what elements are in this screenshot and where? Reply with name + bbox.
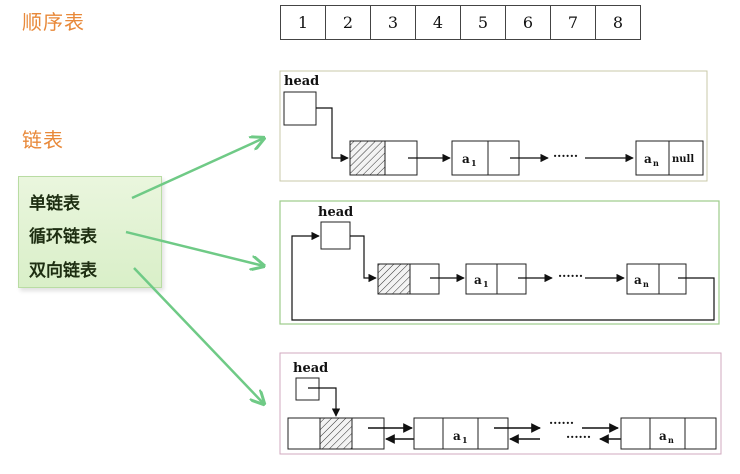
- head-link-arrow: [308, 387, 341, 417]
- node-an-label: a: [644, 152, 652, 166]
- head-label: head: [318, 205, 353, 220]
- ellipsis: ······: [553, 149, 578, 163]
- node-a1-next: [496, 263, 527, 295]
- head-link-arrow: [316, 107, 349, 163]
- circular-frame: [279, 200, 720, 325]
- node-an-label: a: [634, 273, 642, 287]
- node-an-data: [649, 417, 686, 450]
- header-node-next: [409, 263, 440, 295]
- node-a1-subscript: 1: [483, 279, 489, 289]
- node-a1-next: [477, 417, 509, 450]
- head-label: head: [293, 361, 328, 376]
- array-cell: 3: [370, 5, 416, 40]
- node-an-next: [658, 263, 687, 295]
- node-a1-data: [451, 140, 489, 176]
- array-cell: 5: [460, 5, 506, 40]
- node-a1-subscript: 1: [471, 158, 477, 168]
- ellipsis: ······: [558, 269, 583, 283]
- list-item-doubly: 双向链表: [29, 261, 97, 281]
- head-pointer-box: [283, 91, 317, 126]
- node-an-subscript: n: [668, 435, 674, 445]
- circular-return-arrow: [291, 231, 715, 321]
- linked-list-title: 链表: [22, 128, 64, 152]
- node-an-data: [635, 140, 670, 176]
- node-an-subscript: n: [653, 158, 659, 168]
- head-pointer-box: [320, 221, 351, 250]
- sequential-array: 1 2 3 4 5 6 7 8: [280, 5, 641, 40]
- node-an-prev: [620, 417, 651, 450]
- pointer-arrow-circular: [125, 230, 264, 266]
- header-node-next: [351, 417, 385, 450]
- header-node-data: [349, 140, 386, 176]
- header-node-data: [377, 263, 411, 295]
- node-an-data: [626, 263, 660, 295]
- doubly-linked-list: head a 1 ······ ······ a n: [279, 352, 722, 455]
- head-link-arrow: [350, 235, 377, 283]
- singly-linked-list: head a 1 ······ a n null: [279, 70, 708, 182]
- header-node-data: [319, 417, 353, 450]
- head-pointer-box: [295, 377, 320, 401]
- array-cell: 7: [550, 5, 596, 40]
- node-a1-data: [442, 417, 479, 450]
- node-a1-label: a: [474, 273, 482, 287]
- node-a1-label: a: [462, 152, 470, 166]
- node-an-next: [684, 417, 717, 450]
- ellipsis: ······: [549, 416, 574, 430]
- node-a1-data: [465, 263, 498, 295]
- header-node-prev: [287, 417, 321, 450]
- array-cell: 6: [505, 5, 551, 40]
- null-label: null: [672, 154, 694, 165]
- node-an-subscript: n: [643, 279, 649, 289]
- circular-linked-list: head a 1 ······ a n: [279, 200, 720, 325]
- node-a1-label: a: [453, 429, 461, 443]
- array-cell: 4: [415, 5, 461, 40]
- sequential-list-title: 顺序表: [22, 10, 85, 34]
- ellipsis: ······: [566, 430, 591, 444]
- array-cell: 8: [595, 5, 641, 40]
- head-label: head: [284, 74, 319, 89]
- list-item-singly: 单链表: [29, 194, 80, 214]
- pointer-arrow-singly: [131, 138, 264, 200]
- array-cell: 1: [280, 5, 326, 40]
- node-a1-subscript: 1: [462, 435, 468, 445]
- node-an-next: [668, 140, 704, 176]
- pointer-arrow-doubly: [133, 267, 264, 404]
- node-a1-prev: [413, 417, 444, 450]
- list-item-circular: 循环链表: [29, 227, 97, 247]
- node-an-label: a: [659, 429, 667, 443]
